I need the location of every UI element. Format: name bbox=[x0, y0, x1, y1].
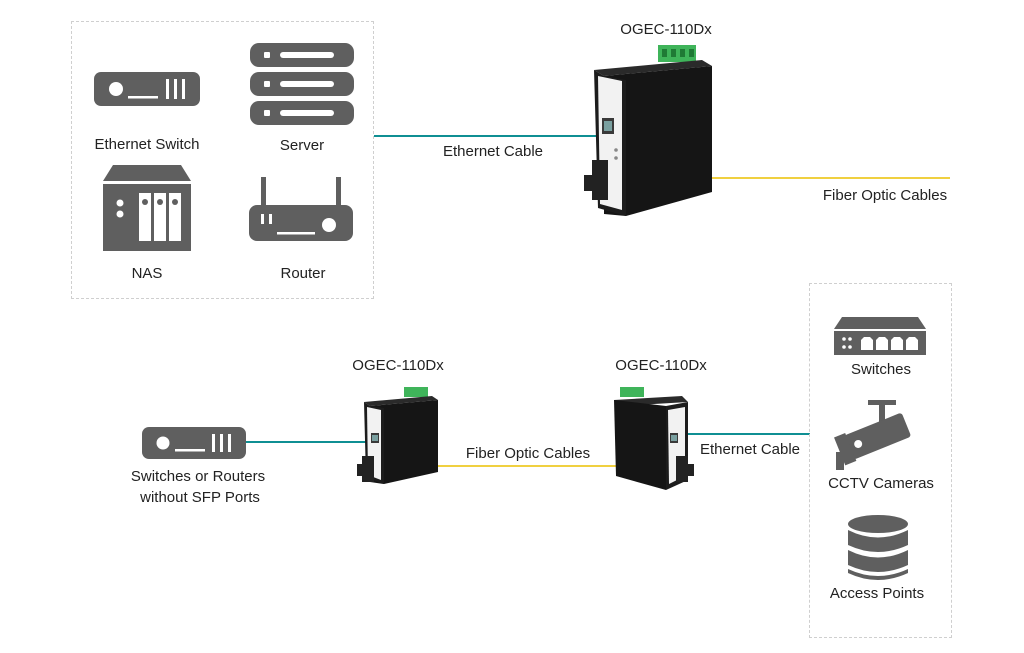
top-fiber-cable-label: Fiber Optic Cables bbox=[822, 187, 948, 204]
bottom-ethernet-cable-label: Ethernet Cable bbox=[699, 441, 801, 458]
ethernet-switch-icon bbox=[94, 72, 200, 106]
router-label: Router bbox=[280, 265, 326, 282]
bottom-device-group bbox=[809, 283, 952, 638]
server-label: Server bbox=[279, 137, 325, 154]
bottom-fiber-cable-label: Fiber Optic Cables bbox=[465, 445, 591, 462]
router-icon bbox=[249, 177, 353, 241]
left-device-label-line1: Switches or Routers bbox=[130, 468, 266, 485]
left-device-label-line2: without SFP Ports bbox=[140, 489, 260, 506]
right-converter-device bbox=[614, 387, 694, 490]
cctv-camera-icon bbox=[834, 400, 911, 470]
database-icon bbox=[848, 515, 908, 580]
left-converter-device bbox=[357, 387, 438, 484]
nas-label: NAS bbox=[131, 265, 163, 282]
server-icon bbox=[250, 43, 354, 125]
top-converter-device bbox=[584, 45, 712, 216]
nas-icon bbox=[103, 165, 191, 251]
right-converter-name: OGEC-110Dx bbox=[615, 357, 707, 374]
top-ethernet-cable-label: Ethernet Cable bbox=[442, 143, 544, 160]
cctv-cameras-label: CCTV Cameras bbox=[828, 475, 934, 492]
top-device-name: OGEC-110Dx bbox=[620, 21, 712, 38]
switch-icon bbox=[834, 317, 926, 355]
ethernet-switch-label: Ethernet Switch bbox=[94, 136, 200, 153]
top-device-group bbox=[71, 21, 374, 299]
left-converter-name: OGEC-110Dx bbox=[352, 357, 444, 374]
ethernet-switch-icon bbox=[142, 427, 246, 459]
access-points-label: Access Points bbox=[829, 585, 925, 602]
switches-label: Switches bbox=[850, 361, 912, 378]
